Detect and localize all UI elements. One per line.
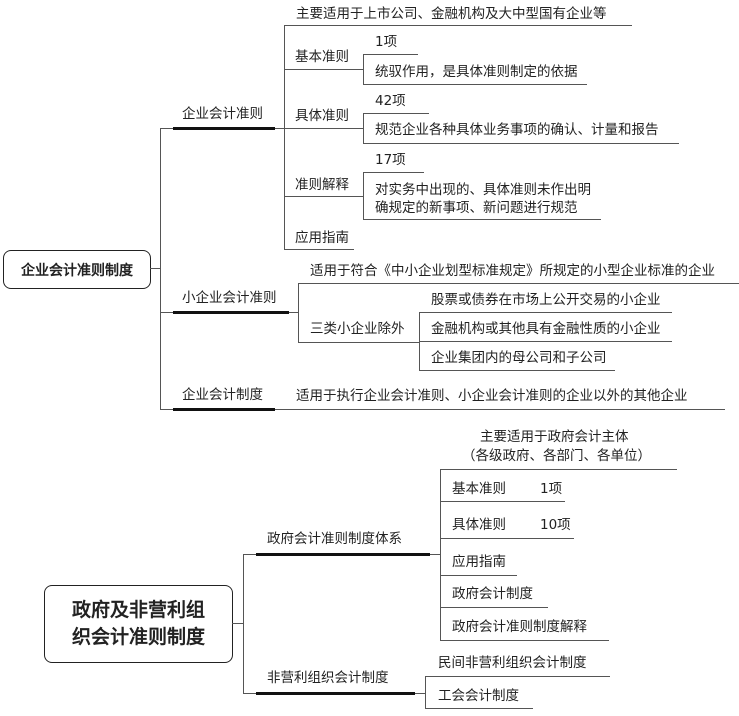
connector [363, 84, 587, 85]
gov-node-accounting-system[interactable]: 政府会计制度 [452, 586, 533, 602]
connector [425, 676, 426, 709]
gov-node-basic[interactable]: 基本准则 [452, 481, 506, 497]
connector [363, 113, 429, 114]
desc-interpretation-1: 对实务中出现的、具体准则未作出明 [375, 182, 591, 198]
count-interpretation: 17项 [375, 152, 406, 168]
connector [440, 640, 609, 641]
branch-nonprofit-system[interactable]: 非营利组织会计制度 [267, 670, 389, 686]
exclusion-item: 股票或债券在市场上公开交易的小企业 [431, 292, 661, 308]
connector [284, 196, 364, 197]
connector [160, 409, 725, 410]
branch-underline [173, 408, 275, 411]
gov-node-specific[interactable]: 具体准则 [452, 517, 506, 533]
desc-basic: 统驭作用，是具体准则制定的依据 [375, 64, 578, 80]
connector [419, 312, 672, 313]
branch-gov-standards[interactable]: 政府会计准则制度体系 [267, 531, 402, 547]
gov-count-basic: 1项 [540, 481, 563, 497]
branch-enterprise-standards[interactable]: 企业会计准则 [182, 106, 263, 122]
node-specific-standard[interactable]: 具体准则 [295, 108, 349, 124]
gov-node-application-guide[interactable]: 应用指南 [452, 554, 506, 570]
connector [284, 128, 364, 129]
branch-underline [256, 692, 415, 695]
connector [419, 341, 672, 342]
exclusion-item: 金融机构或其他具有金融性质的小企业 [431, 321, 661, 337]
connector [363, 54, 364, 85]
root-node-gov-nonprofit[interactable]: 政府及非营利组 织会计准则制度 [44, 585, 233, 663]
connector [363, 54, 418, 55]
scope-small: 适用于符合《中小企业划型标准规定》所规定的小型企业标准的企业 [310, 263, 715, 279]
nonprofit-item[interactable]: 民间非营利组织会计制度 [438, 655, 587, 671]
connector [363, 172, 424, 173]
nonprofit-item[interactable]: 工会会计制度 [438, 688, 519, 704]
connector [440, 538, 574, 539]
node-application-guide[interactable]: 应用指南 [295, 230, 349, 246]
gov-node-interpretation[interactable]: 政府会计准则制度解释 [452, 619, 587, 635]
count-specific: 42项 [375, 93, 406, 109]
gov-scope-1: 主要适用于政府会计主体 [480, 429, 629, 445]
connector [284, 249, 354, 250]
root-label: 企业会计准则制度 [21, 262, 133, 279]
connector [243, 554, 244, 693]
desc-specific: 规范企业各种具体业务事项的确认、计量和报告 [375, 122, 659, 138]
exclusion-item: 企业集团内的母公司和子公司 [431, 350, 607, 366]
connector [284, 25, 285, 249]
count-basic: 1项 [375, 34, 398, 50]
node-basic-standard[interactable]: 基本准则 [295, 49, 349, 65]
branch-underline [256, 553, 430, 556]
connector [363, 113, 364, 144]
desc-interpretation-2: 确规定的新事项、新问题进行规范 [375, 200, 578, 216]
connector [440, 575, 517, 576]
connector [419, 370, 615, 371]
scope-enterprise-system: 适用于执行企业会计准则、小企业会计准则的企业以外的其他企业 [296, 388, 688, 404]
connector [363, 219, 601, 220]
connector [284, 69, 364, 70]
gov-scope-2: （各级政府、各部门、各单位） [462, 448, 651, 464]
node-interpretation[interactable]: 准则解释 [295, 177, 349, 193]
connector [363, 143, 679, 144]
root-node-enterprise-standards[interactable]: 企业会计准则制度 [3, 250, 151, 289]
branch-underline [173, 127, 275, 130]
connector [425, 708, 533, 709]
root-label-line2: 织会计准则制度 [71, 626, 205, 648]
connector [284, 25, 632, 26]
connector [150, 268, 161, 269]
node-exclusions[interactable]: 三类小企业除外 [310, 321, 405, 337]
scope-text: 主要适用于上市公司、金融机构及大中型国有企业等 [296, 6, 607, 22]
gov-count-specific: 10项 [540, 517, 571, 533]
branch-small-enterprise-standards[interactable]: 小企业会计准则 [182, 290, 277, 306]
connector [298, 342, 420, 343]
connector [160, 128, 161, 410]
connector [440, 469, 441, 640]
connector [232, 623, 243, 624]
connector [425, 676, 610, 677]
connector [440, 469, 677, 470]
connector [440, 501, 565, 502]
connector [298, 283, 739, 284]
connector [298, 283, 299, 342]
connector [363, 172, 364, 220]
branch-underline [173, 311, 289, 314]
branch-enterprise-system[interactable]: 企业会计制度 [182, 387, 263, 403]
root-label-line1: 政府及非营利组 [71, 599, 205, 621]
connector [440, 607, 548, 608]
